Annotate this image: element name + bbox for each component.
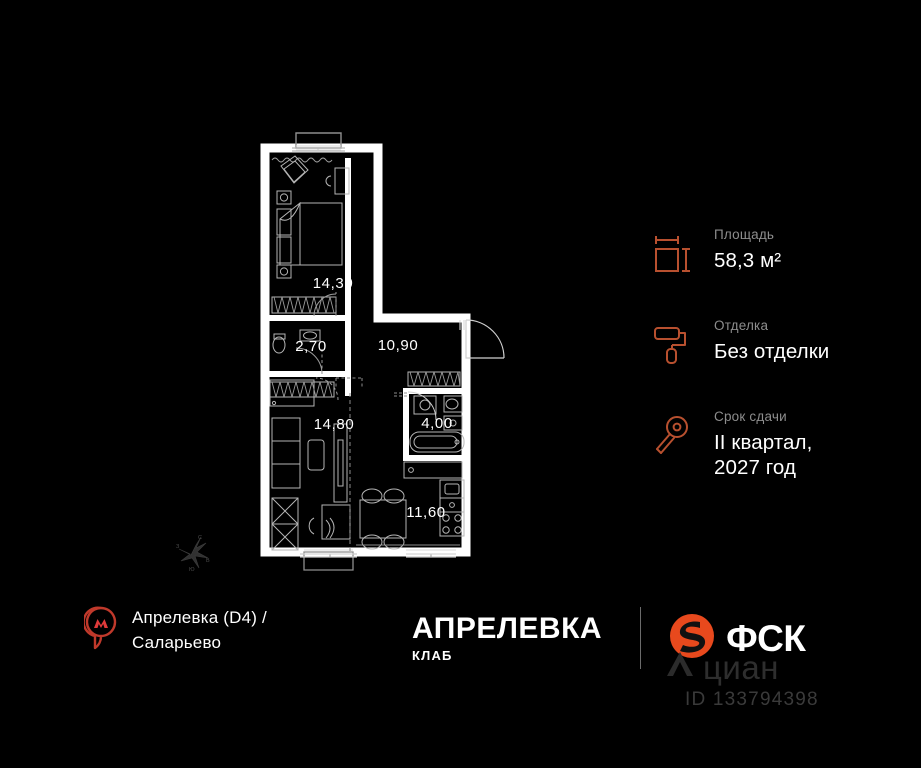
project-name: АПРЕЛЕВКА — [412, 612, 603, 645]
compass-west: З — [176, 544, 180, 550]
paint-roller-icon — [652, 319, 698, 372]
moscow-metro-pin-icon — [82, 605, 118, 656]
spec-value-area: 58,3 м² — [714, 248, 782, 272]
spec-value-deadline: II квартал, 2027 год — [714, 430, 813, 479]
room-area-living-room: 14,80 — [314, 416, 355, 433]
compass-south: Ю — [189, 567, 195, 573]
floor-plan: 14,30 2,70 10,90 14,80 4,00 11,60 С Ю В … — [150, 110, 530, 580]
project-subtitle: КЛАБ — [412, 648, 453, 663]
area-measure-icon — [652, 228, 698, 281]
spec-label-deadline: Срок сдачи — [714, 409, 787, 424]
metro-station-info: Апрелевка (D4) / Саларьево — [82, 605, 267, 656]
brand-divider — [640, 607, 642, 669]
room-area-hallway: 10,90 — [378, 337, 419, 354]
plan-furniture — [269, 155, 505, 551]
spec-label-finishing: Отделка — [714, 318, 769, 333]
room-area-bedroom: 14,30 — [313, 275, 354, 292]
compass-rose-icon: С Ю В З — [176, 535, 210, 573]
spec-row-area: Площадь 58,3 м² — [652, 227, 902, 281]
apartment-specs: Площадь 58,3 м² Отделка Без отделки — [652, 227, 902, 518]
plan-room-labels: 14,30 2,70 10,90 14,80 4,00 11,60 — [295, 275, 453, 521]
metro-station-label: Апрелевка (D4) / Саларьево — [132, 607, 267, 652]
spec-label-area: Площадь — [714, 227, 775, 242]
project-logo: АПРЕЛЕВКА КЛАБ — [412, 612, 603, 663]
floor-plan-drawing: 14,30 2,70 10,90 14,80 4,00 11,60 С Ю В … — [176, 132, 505, 573]
plan-windows — [296, 145, 465, 555]
room-area-bathroom: 4,00 — [421, 415, 453, 432]
spec-row-deadline: Срок сдачи II квартал, 2027 год — [652, 409, 902, 480]
compass-east: В — [206, 558, 210, 564]
room-area-bathroom-wc: 2,70 — [295, 338, 327, 355]
spec-row-finishing: Отделка Без отделки — [652, 318, 902, 372]
spec-text-area: Площадь 58,3 м² — [698, 227, 782, 273]
cian-watermark-id: ID 133794398 — [685, 689, 819, 710]
developer-logo: ФСК — [667, 611, 806, 666]
key-icon — [652, 410, 698, 463]
spec-value-finishing: Без отделки — [714, 339, 830, 363]
spec-text-finishing: Отделка Без отделки — [698, 318, 830, 364]
project-branding: АПРЕЛЕВКА КЛАБ ФСК — [412, 607, 806, 669]
plan-partitions — [265, 158, 466, 461]
developer-name: ФСК — [726, 617, 806, 659]
room-area-kitchen: 11,60 — [406, 504, 445, 521]
spec-text-deadline: Срок сдачи II квартал, 2027 год — [698, 409, 813, 480]
compass-north: С — [198, 535, 202, 541]
fsk-logo-icon — [667, 611, 717, 666]
